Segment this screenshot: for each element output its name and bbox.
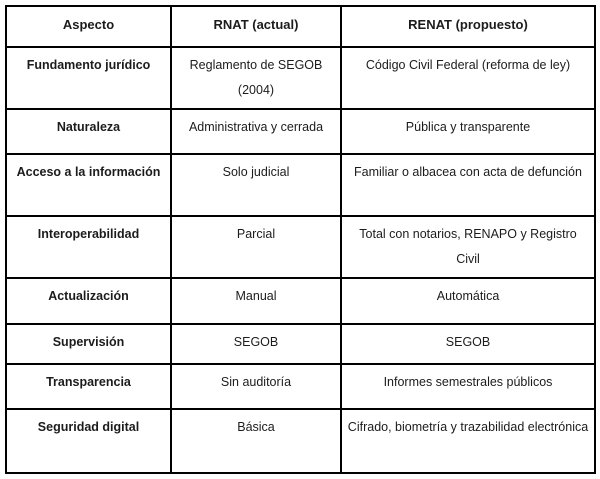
aspect-cell: Acceso a la información	[5, 153, 172, 217]
col-header-aspecto: Aspecto	[5, 5, 172, 48]
rnat-cell: Reglamento de SEGOB (2004)	[170, 46, 342, 110]
aspect-cell: Seguridad digital	[5, 408, 172, 474]
rnat-cell: Parcial	[170, 215, 342, 279]
rnat-cell: Administrativa y cerrada	[170, 108, 342, 155]
aspect-cell: Naturaleza	[5, 108, 172, 155]
rnat-cell: Sin auditoría	[170, 363, 342, 410]
aspect-cell: Actualización	[5, 277, 172, 325]
header-row: Aspecto RNAT (actual) RENAT (propuesto)	[5, 5, 596, 48]
aspect-cell: Fundamento jurídico	[5, 46, 172, 110]
aspect-cell: Transparencia	[5, 363, 172, 410]
col-header-rnat-actual: RNAT (actual)	[170, 5, 342, 48]
rnat-cell: Solo judicial	[170, 153, 342, 217]
renat-cell: Automática	[340, 277, 596, 325]
renat-cell: Familiar o albacea con acta de defunción	[340, 153, 596, 217]
table-header: Aspecto RNAT (actual) RENAT (propuesto)	[5, 5, 596, 48]
aspect-cell: Supervisión	[5, 323, 172, 365]
renat-cell: Informes semestrales públicos	[340, 363, 596, 410]
renat-cell: Pública y transparente	[340, 108, 596, 155]
aspect-cell: Interoperabilidad	[5, 215, 172, 279]
rnat-cell: SEGOB	[170, 323, 342, 365]
comparison-table: Aspecto RNAT (actual) RENAT (propuesto) …	[5, 5, 596, 474]
renat-cell: Total con notarios, RENAPO y Registro Ci…	[340, 215, 596, 279]
renat-cell: SEGOB	[340, 323, 596, 365]
renat-cell: Cifrado, biometría y trazabilidad electr…	[340, 408, 596, 474]
col-header-renat-propuesto: RENAT (propuesto)	[340, 5, 596, 48]
rnat-cell: Manual	[170, 277, 342, 325]
renat-cell: Código Civil Federal (reforma de ley)	[340, 46, 596, 110]
rnat-cell: Básica	[170, 408, 342, 474]
